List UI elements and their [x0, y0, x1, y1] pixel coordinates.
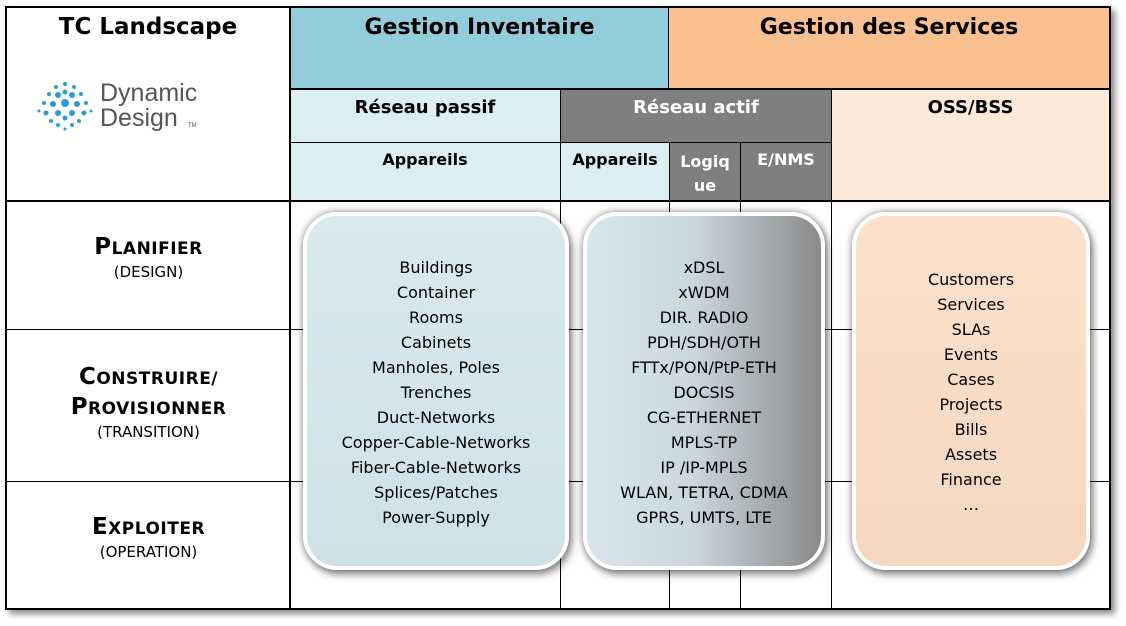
landscape-title: TC Landscape	[58, 14, 238, 40]
list-item: xDSL	[683, 258, 725, 277]
row-plan-title: PLANIFIER	[94, 234, 203, 260]
passive-network-title: Réseau passif	[354, 97, 496, 118]
list-item: IP /IP-MPLS	[660, 458, 748, 477]
active-devices-label: Appareils	[572, 150, 658, 169]
row-build-subtitle: (TRANSITION)	[97, 423, 200, 441]
active-network-title: Réseau actif	[633, 97, 759, 118]
list-item: CG-ETHERNET	[646, 408, 762, 427]
logical-label-line2: ue	[693, 176, 717, 195]
active-network-cell	[561, 90, 831, 142]
grid-line	[668, 8, 669, 90]
passive-panel: Buildings Container Rooms Cabinets Manho…	[303, 212, 569, 570]
passive-network-cell	[290, 90, 560, 142]
list-item: Copper-Cable-Networks	[341, 433, 531, 452]
list-item: Rooms	[409, 308, 463, 327]
list-item: Duct-Networks	[376, 408, 496, 427]
list-item: Container	[396, 283, 476, 302]
logical-label: Logiq ue	[670, 150, 740, 198]
list-item: MPLS-TP	[670, 433, 738, 452]
active-list: xDSL xWDM DIR. RADIO PDH/SDH/OTH FTTx/PO…	[587, 255, 821, 530]
dots-icon	[37, 82, 93, 131]
list-item: Buildings	[399, 258, 473, 277]
passive-list: Buildings Container Rooms Cabinets Manho…	[307, 255, 565, 530]
list-item: Trenches	[400, 383, 472, 402]
oss-bss-cell	[832, 90, 1109, 200]
row-build-title-2: PROVISIONNER	[70, 394, 227, 420]
list-item: Projects	[939, 395, 1003, 414]
passive-devices-cell	[290, 143, 560, 200]
list-item: Cabinets	[400, 333, 472, 352]
oss-bss-title: OSS/BSS	[927, 97, 1014, 118]
inventory-title: Gestion Inventaire	[364, 15, 595, 40]
list-item: SLAs	[951, 320, 991, 339]
dynamic-design-logo: Dynamic Design TM	[36, 78, 216, 134]
services-title: Gestion des Services	[759, 15, 1019, 40]
list-item: Cases	[947, 370, 995, 389]
row-operate-title: EXPLOITER	[91, 514, 206, 540]
list-item: Assets	[944, 445, 998, 464]
active-devices-cell	[561, 143, 669, 200]
ems-nms-label: E/NMS	[757, 150, 815, 169]
grid-line	[289, 88, 1109, 90]
services-header-cell	[669, 8, 1109, 88]
row-plan-subtitle: (DESIGN)	[113, 263, 184, 281]
row-build: CONSTRUIRE/ PROVISIONNER (TRANSITION)	[7, 364, 290, 441]
logical-cell	[670, 143, 740, 200]
logical-label-line1: Logiq	[680, 152, 730, 171]
inventory-header-cell	[290, 8, 669, 88]
list-item: Power-Supply	[382, 508, 490, 527]
list-item: Splices/Patches	[374, 483, 498, 502]
list-item: Customers	[927, 270, 1015, 289]
grid-line	[7, 200, 1109, 202]
list-item: WLAN, TETRA, CDMA	[620, 483, 788, 502]
grid-line	[289, 8, 291, 608]
list-item: …	[963, 495, 979, 514]
grid-line	[290, 142, 831, 143]
list-item: Bills	[954, 420, 988, 439]
list-item: Events	[943, 345, 999, 364]
logo-text-line2: Design	[100, 104, 178, 132]
ems-nms-cell	[741, 143, 831, 200]
list-item: xWDM	[678, 283, 730, 302]
oss-panel: Customers Services SLAs Events Cases Pro…	[852, 212, 1090, 570]
list-item: Services	[937, 295, 1005, 314]
list-item: Fiber-Cable-Networks	[350, 458, 522, 477]
grid-line	[831, 90, 832, 608]
active-panel: xDSL xWDM DIR. RADIO PDH/SDH/OTH FTTx/PO…	[583, 212, 825, 570]
list-item: Manholes, Poles	[372, 358, 500, 377]
oss-list: Customers Services SLAs Events Cases Pro…	[856, 267, 1086, 517]
list-item: Finance	[940, 470, 1002, 489]
list-item: DOCSIS	[673, 383, 735, 402]
list-item: DIR. RADIO	[659, 308, 749, 327]
logo-trademark: TM	[188, 123, 197, 129]
row-plan: PLANIFIER (DESIGN)	[7, 234, 290, 281]
logo-text-line1: Dynamic	[100, 79, 198, 107]
row-operate-subtitle: (OPERATION)	[99, 543, 198, 561]
row-build-title: CONSTRUIRE/	[78, 364, 219, 390]
list-item: PDH/SDH/OTH	[647, 333, 761, 352]
list-item: FTTx/PON/PtP-ETH	[631, 358, 777, 377]
list-item: GPRS, UMTS, LTE	[636, 508, 772, 527]
row-operate: EXPLOITER (OPERATION)	[7, 514, 290, 561]
passive-devices-label: Appareils	[382, 150, 468, 169]
